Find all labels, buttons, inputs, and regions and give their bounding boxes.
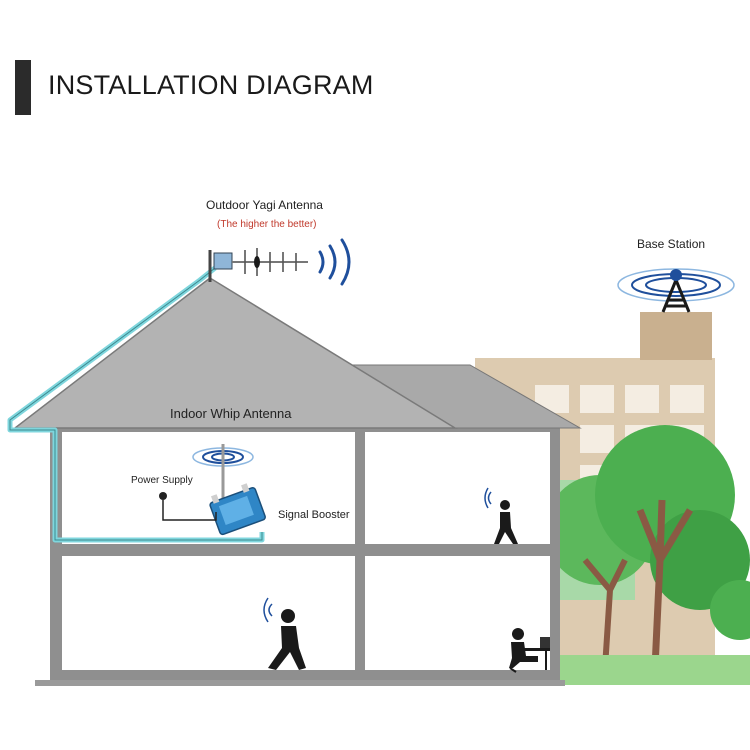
outdoor-antenna-note: (The higher the better) — [217, 219, 317, 230]
power-supply-label: Power Supply — [131, 475, 193, 486]
house — [12, 277, 582, 686]
room-lower-left — [62, 556, 355, 670]
signal-waves-icon — [318, 238, 351, 286]
base-station-label: Base Station — [637, 237, 706, 251]
tower-top-icon — [670, 269, 682, 281]
ground-line — [35, 680, 565, 686]
outdoor-antenna-label: Outdoor Yagi Antenna — [206, 198, 323, 212]
power-supply-device — [159, 492, 217, 521]
signal-booster-device — [209, 483, 266, 536]
yagi-antenna — [208, 238, 351, 286]
signal-booster-label: Signal Booster — [278, 509, 350, 521]
indoor-whip-antenna — [192, 444, 254, 500]
person-walking-phone-icon — [263, 597, 306, 670]
person-phone-icon — [484, 487, 518, 544]
grass — [555, 655, 750, 685]
roof-main — [12, 277, 458, 429]
room-upper-right — [365, 432, 550, 544]
page-title: INSTALLATION DIAGRAM — [48, 70, 374, 100]
indoor-antenna-label: Indoor Whip Antenna — [170, 406, 292, 421]
trees — [545, 425, 750, 685]
room-upper-left — [62, 432, 355, 544]
antenna-mount-icon — [213, 252, 233, 270]
person-at-desk-icon — [509, 628, 550, 673]
building-rooftop-block — [640, 312, 712, 360]
title-accent-bar — [15, 60, 31, 115]
base-station-tower — [617, 268, 735, 313]
